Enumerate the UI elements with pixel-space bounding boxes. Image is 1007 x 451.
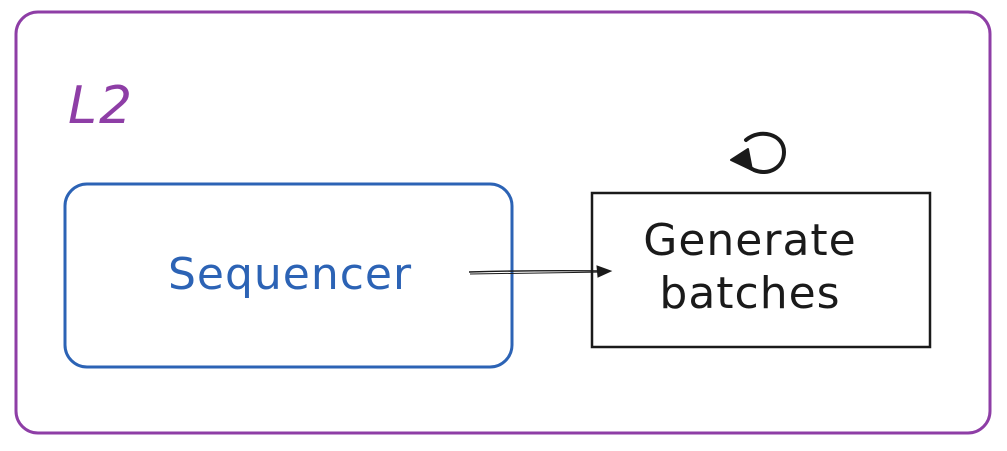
l2-container-border xyxy=(14,10,992,435)
generate-batches-box[interactable] xyxy=(590,191,932,349)
sequencer-label: Sequencer xyxy=(167,248,413,300)
container-title-l2: L2 xyxy=(68,75,135,136)
sequencer-to-generate-arrow xyxy=(468,265,613,278)
loop-arrow-icon xyxy=(730,131,787,174)
generate-batches-label: Generate batches xyxy=(643,215,857,319)
sequencer-box[interactable] xyxy=(63,182,514,369)
